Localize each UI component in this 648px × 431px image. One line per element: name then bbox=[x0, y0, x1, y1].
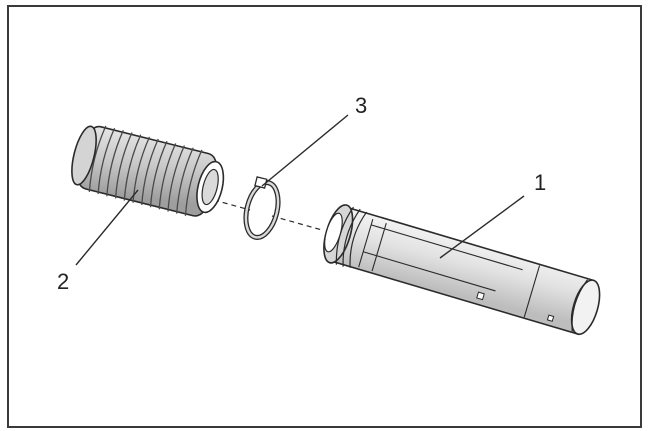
bellows-boot bbox=[71, 125, 225, 217]
assembly-axis-line bbox=[213, 199, 323, 231]
figure-border bbox=[7, 5, 642, 428]
steering-tube bbox=[323, 204, 601, 336]
leader-line-2 bbox=[75, 189, 139, 266]
leader-lines bbox=[75, 114, 525, 266]
leader-line-3 bbox=[261, 114, 349, 187]
callout-1: 1 bbox=[534, 170, 546, 195]
leader-line-1 bbox=[439, 195, 525, 259]
callout-2: 2 bbox=[57, 269, 69, 294]
callout-3: 3 bbox=[355, 93, 367, 118]
